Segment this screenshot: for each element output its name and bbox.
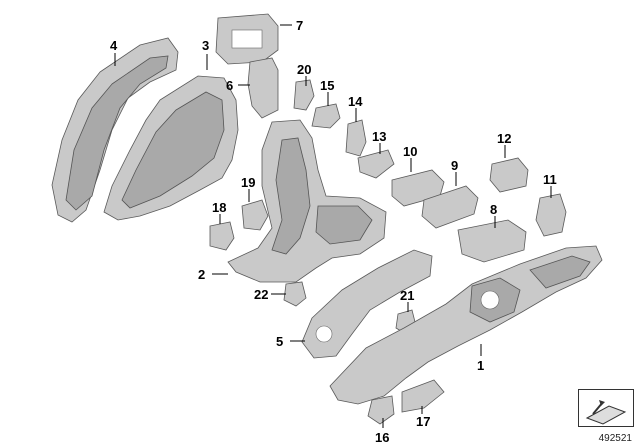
callout-20: 20	[297, 62, 311, 86]
callout-2: 2	[198, 267, 228, 282]
svg-text:1: 1	[477, 358, 484, 373]
callout-21: 21	[400, 288, 414, 312]
part-7-bracket	[215, 13, 279, 65]
part-4-wheelhouse-inner	[51, 37, 179, 223]
part-1-frame-rail	[329, 245, 603, 405]
part-15-bracket	[311, 103, 341, 129]
part-17-bracket	[401, 379, 445, 413]
callout-5: 5	[276, 334, 305, 349]
callout-14: 14	[348, 94, 363, 122]
svg-text:10: 10	[403, 144, 417, 159]
svg-text:5: 5	[276, 334, 283, 349]
svg-text:12: 12	[497, 131, 511, 146]
svg-text:15: 15	[320, 78, 334, 93]
svg-text:8: 8	[490, 202, 497, 217]
callout-12: 12	[497, 131, 511, 158]
svg-text:19: 19	[241, 175, 255, 190]
callout-11: 11	[543, 172, 557, 198]
svg-text:7: 7	[296, 18, 303, 33]
svg-text:20: 20	[297, 62, 311, 77]
callout-4: 4	[110, 38, 118, 66]
callout-17: 17	[416, 406, 430, 429]
part-3-wheelhouse-outer	[103, 75, 239, 221]
callout-9: 9	[451, 158, 458, 186]
callout-13: 13	[372, 129, 386, 154]
svg-text:18: 18	[212, 200, 226, 215]
part-19-bracket	[241, 199, 269, 231]
part-16-bracket	[367, 395, 395, 425]
part-18-bracket	[209, 221, 235, 251]
svg-text:9: 9	[451, 158, 458, 173]
callout-15: 15	[320, 78, 334, 106]
part-22-bracket	[283, 281, 307, 307]
svg-text:4: 4	[110, 38, 118, 53]
part-2-side-frame	[227, 119, 387, 283]
svg-text:13: 13	[372, 129, 386, 144]
part-9-crossmember	[421, 185, 479, 229]
part-11-bracket	[535, 193, 567, 237]
sheet-metal-part-icon	[578, 389, 634, 427]
callout-8: 8	[490, 202, 497, 228]
svg-text:11: 11	[543, 172, 557, 187]
callout-3: 3	[202, 38, 209, 70]
svg-text:6: 6	[226, 78, 233, 93]
callout-7: 7	[280, 18, 303, 33]
part-12-mount	[489, 157, 529, 193]
callout-19: 19	[241, 175, 255, 202]
callout-6: 6	[226, 78, 250, 93]
svg-text:21: 21	[400, 288, 414, 303]
svg-text:16: 16	[375, 430, 389, 445]
svg-text:2: 2	[198, 267, 205, 282]
svg-text:14: 14	[348, 94, 363, 109]
part-6-panel	[247, 57, 279, 119]
callout-16: 16	[375, 418, 389, 445]
part-8-member	[457, 219, 527, 263]
callout-1: 1	[477, 344, 484, 373]
part-5-longitudinal-member	[301, 249, 433, 359]
part-13-reinforcement	[357, 149, 395, 179]
part-14-bracket	[345, 119, 367, 157]
callout-22: 22	[254, 287, 286, 302]
svg-text:17: 17	[416, 414, 430, 429]
callout-18: 18	[212, 200, 226, 224]
svg-text:3: 3	[202, 38, 209, 53]
svg-text:22: 22	[254, 287, 268, 302]
callout-10: 10	[403, 144, 417, 172]
diagram-number: 492521	[598, 433, 632, 444]
part-20-bracket	[293, 79, 315, 111]
